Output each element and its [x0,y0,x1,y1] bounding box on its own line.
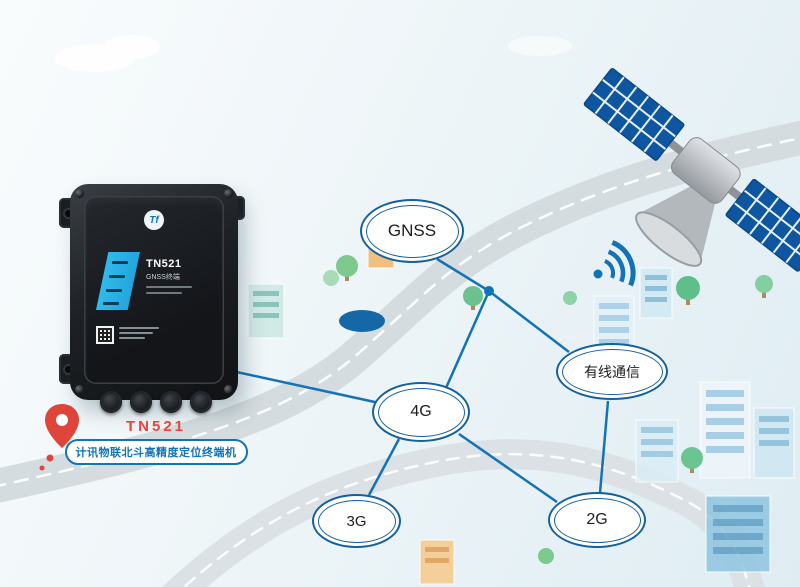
node-inner-ring [561,348,663,395]
clouds [55,35,572,72]
node-2g: 2G [548,492,646,548]
qr-code-icon [96,326,114,344]
screw-icon [75,385,84,394]
junction-dot [484,286,494,296]
satellite-icon [582,67,800,273]
node-label: 4G [410,403,432,420]
node-label: 2G [586,511,608,528]
satellite-dish [637,184,716,264]
circular-connector [190,391,212,413]
node-wired-communication: 有线通信 [556,343,668,400]
device-label-text: TN521 GNSS终端 [146,258,226,294]
gnss-terminal-device: Tf TN521 GNSS终端 [59,184,245,413]
bracket-hole [64,209,72,217]
device-sub-text: GNSS终端 [146,274,180,281]
brand-logo: Tf [144,210,164,230]
location-pin-icon [39,404,79,471]
led-label [103,302,119,305]
node-label: GNSS [387,221,437,240]
edge-4g-3g [367,438,401,496]
fine-print-line [146,286,192,288]
device-model-text: TN521 [146,258,182,270]
node-gnss: GNSS [360,199,464,263]
signal-waves-icon [593,240,636,287]
node-inner-ring [317,499,396,543]
circular-connector [160,391,182,413]
product-model-text: TN521 [125,418,187,435]
fine-print-line [146,292,182,294]
node-4g: 4G [372,382,470,442]
node-inner-ring [553,497,641,543]
device-front-panel: Tf TN521 GNSS终端 [84,196,224,384]
screw-icon [224,189,233,198]
node-inner-ring [377,387,465,437]
led-label [106,289,122,292]
screw-icon [75,189,84,198]
led-label [109,275,125,278]
led-label-stripe [96,252,140,310]
circular-connector [130,391,152,413]
label-area [96,326,159,344]
circular-connector [100,391,122,413]
device-body: Tf TN521 GNSS终端 [70,184,238,400]
pond [339,310,385,332]
node-label: 3G [346,512,367,530]
satellite-body [670,137,741,204]
led-label [112,261,128,264]
edge-wired-2g [598,400,610,494]
buildings [247,231,795,585]
edge-junction-4g [444,290,491,389]
node-inner-ring [365,204,459,258]
node-label: 有线通信 [584,363,640,380]
screw-icon [224,385,233,394]
node-3g: 3G [312,494,401,548]
product-name-badge: 计讯物联北斗高精度定位终端机 [64,439,248,465]
bracket-hole [64,365,72,373]
edge-4g-2g [458,432,558,504]
edge-device-4g [231,369,385,406]
label-text-lines [119,326,159,339]
product-caption: TN521 计讯物联北斗高精度定位终端机 [60,418,252,465]
